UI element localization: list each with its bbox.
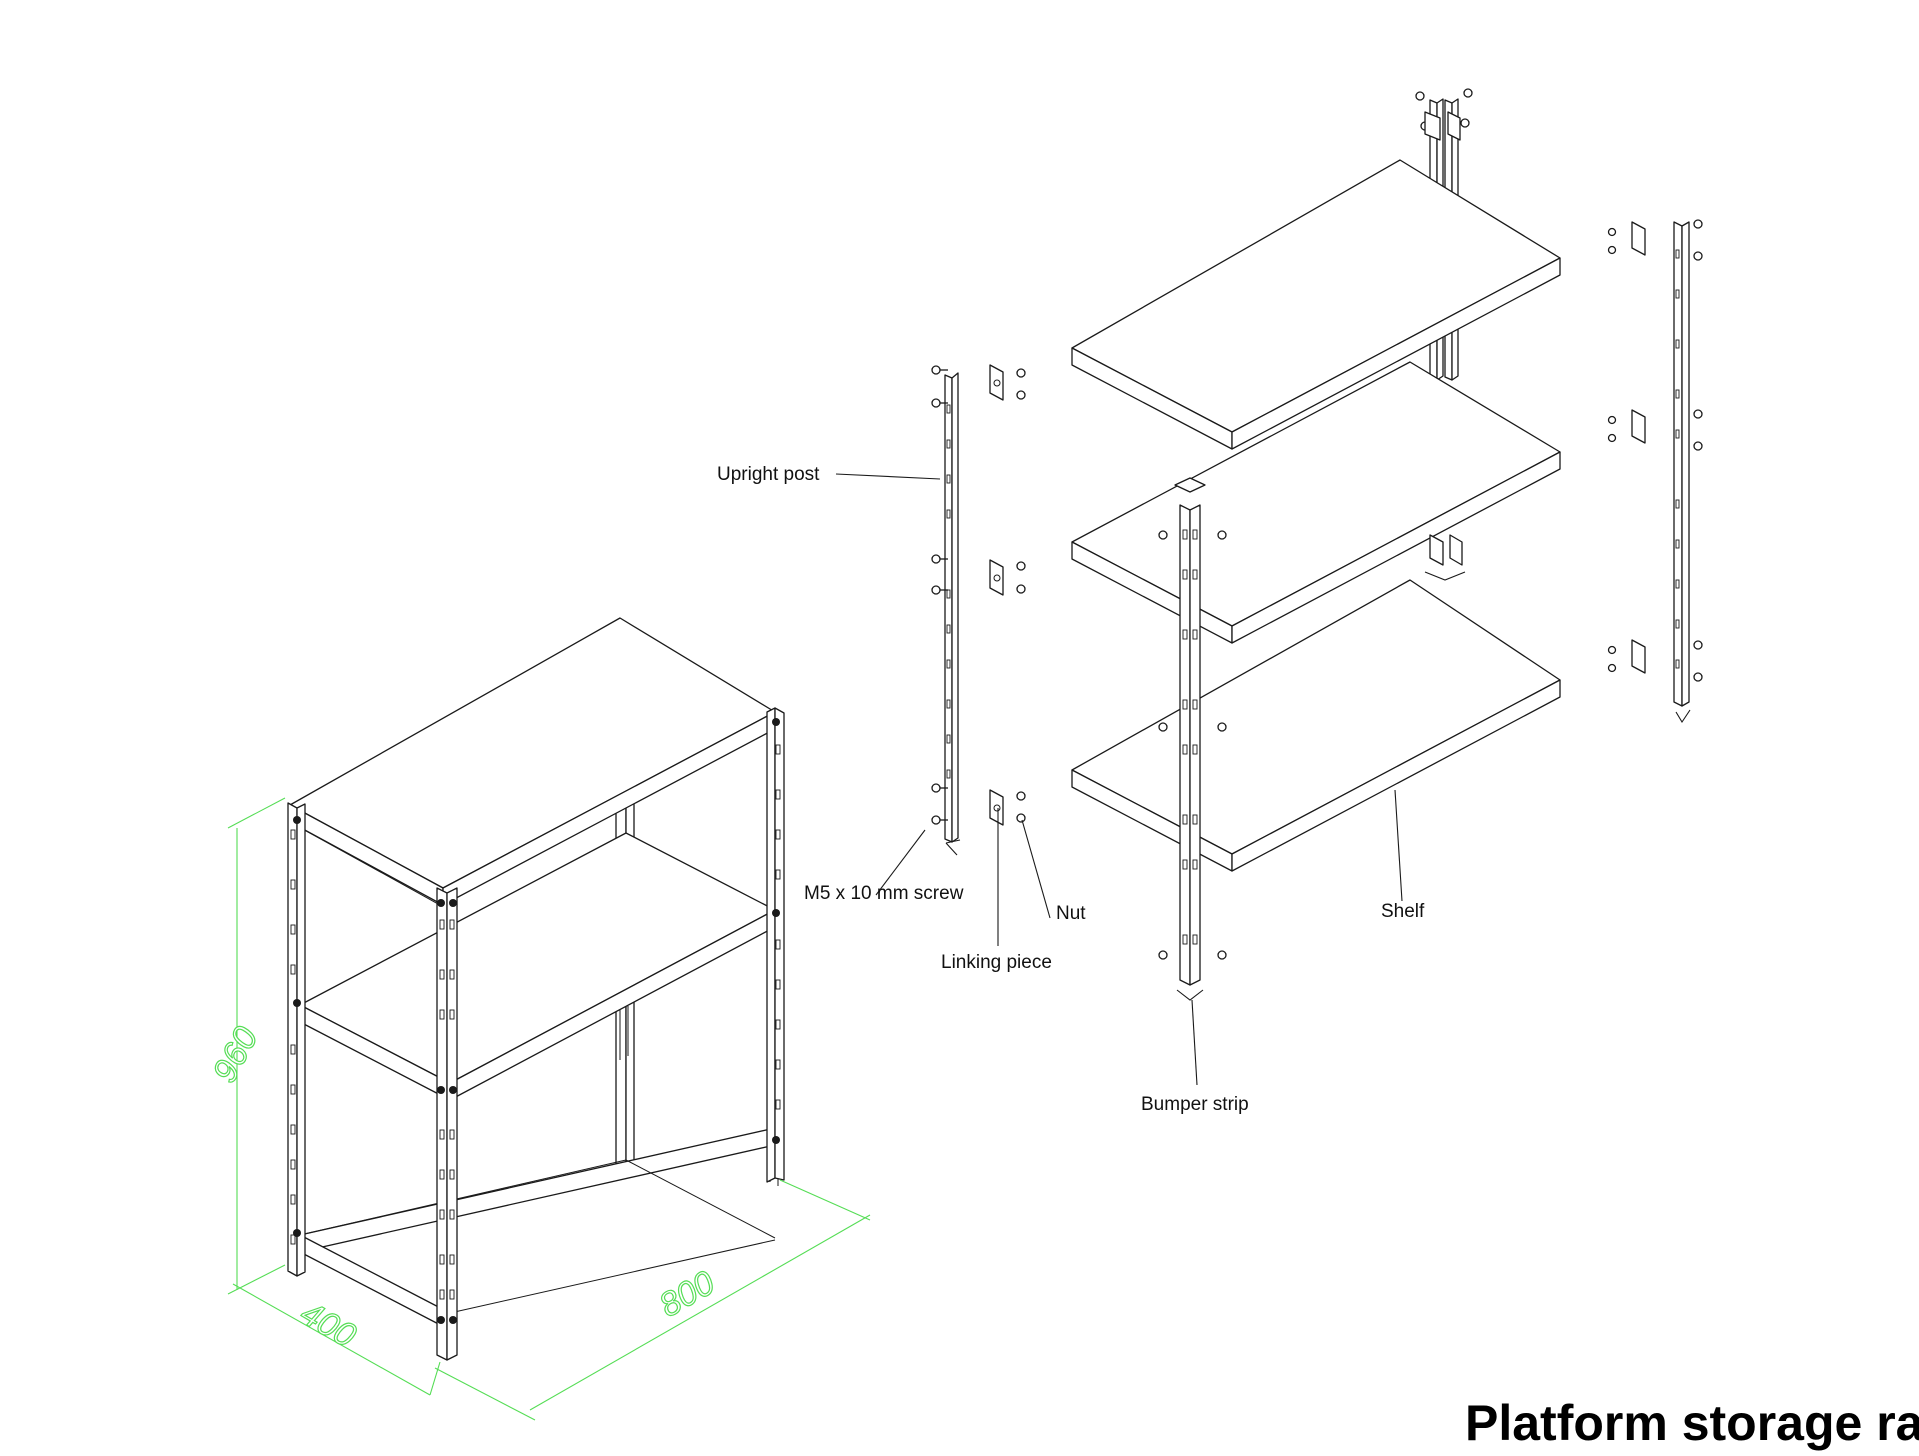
callout-bumper-strip: Bumper strip <box>1141 1094 1249 1115</box>
screws-column <box>931 365 948 825</box>
dimension-width: 800 <box>653 1264 721 1325</box>
callout-screw: M5 x 10 mm screw <box>804 883 964 904</box>
callout-shelf: Shelf <box>1381 901 1425 922</box>
linking-pieces <box>989 364 1004 826</box>
page-title: Platform storage rack <box>1465 1395 1919 1451</box>
dimension-depth: 400 <box>294 1294 362 1355</box>
front-corner-upright <box>436 887 458 1361</box>
rear-linking-piece <box>1424 534 1466 581</box>
single-upright-post <box>944 372 961 856</box>
exploded-bottom-shelf <box>1071 579 1561 872</box>
dimension-height: 960 <box>206 1021 266 1089</box>
callout-nut: Nut <box>1056 903 1086 924</box>
exploded-front-upright <box>1158 477 1227 1001</box>
nuts <box>1016 368 1026 823</box>
top-shelf <box>289 617 776 906</box>
exploded-right-upright <box>1607 219 1703 724</box>
exploded-rack <box>1071 88 1703 1001</box>
callout-linking-piece: Linking piece <box>941 952 1052 973</box>
callout-upright-post: Upright post <box>717 464 820 485</box>
exploded-top-shelf <box>1071 159 1561 450</box>
assembled-rack <box>287 617 785 1361</box>
front-left-upright <box>287 802 306 1277</box>
leader-lines <box>835 473 1403 1086</box>
middle-shelf <box>299 832 776 1101</box>
bottom-shelf <box>299 1127 776 1331</box>
rear-right-visible-upright <box>766 707 785 1183</box>
